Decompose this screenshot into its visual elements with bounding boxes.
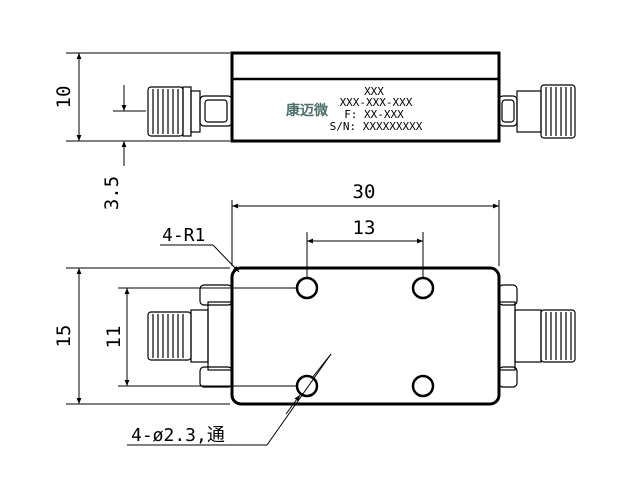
mounting-hole (295, 276, 319, 300)
dim-length (231, 200, 500, 266)
dim-hole-spacing-y-text: 11 (103, 326, 125, 349)
dim-hole-spacing-y (118, 287, 296, 387)
dim-width-text: 15 (53, 325, 75, 348)
side-right-connector (498, 84, 576, 139)
side-view (66, 51, 576, 166)
dim-width (66, 267, 230, 405)
dim-offset (113, 85, 146, 166)
top-right-connector (498, 284, 576, 388)
dim-holes-text: 4-ø2.3,通 (131, 425, 225, 446)
label-line1: XXX (364, 85, 384, 98)
dim-hole-spacing-x-text: 13 (353, 217, 376, 239)
top-view (66, 200, 576, 446)
dim-height (66, 52, 230, 142)
dim-length-text: 30 (353, 181, 376, 203)
brand-logo: 康迈微 (286, 102, 329, 119)
dim-hole-spacing-x (306, 232, 424, 277)
label-line2: XXX-XXX-XXX (340, 96, 413, 109)
dim-corner-radius-text: 4-R1 (162, 225, 205, 246)
side-left-connector (147, 86, 233, 137)
dim-height-text: 10 (53, 86, 75, 109)
label-line3: F: XX-XXX (344, 108, 404, 121)
top-left-connector (147, 284, 233, 388)
leader-corner-radius (160, 244, 240, 273)
leader-holes (127, 353, 332, 446)
side-body (230, 51, 501, 143)
mounting-hole (295, 374, 319, 398)
dim-offset-text: 3.5 (101, 176, 123, 210)
label-line4: S/N: XXXXXXXXX (330, 120, 423, 133)
mounting-hole (411, 276, 435, 300)
mounting-hole (411, 374, 435, 398)
product-label: XXX XXX-XXX-XXX F: XX-XXX S/N: XXXXXXXXX… (286, 85, 423, 133)
